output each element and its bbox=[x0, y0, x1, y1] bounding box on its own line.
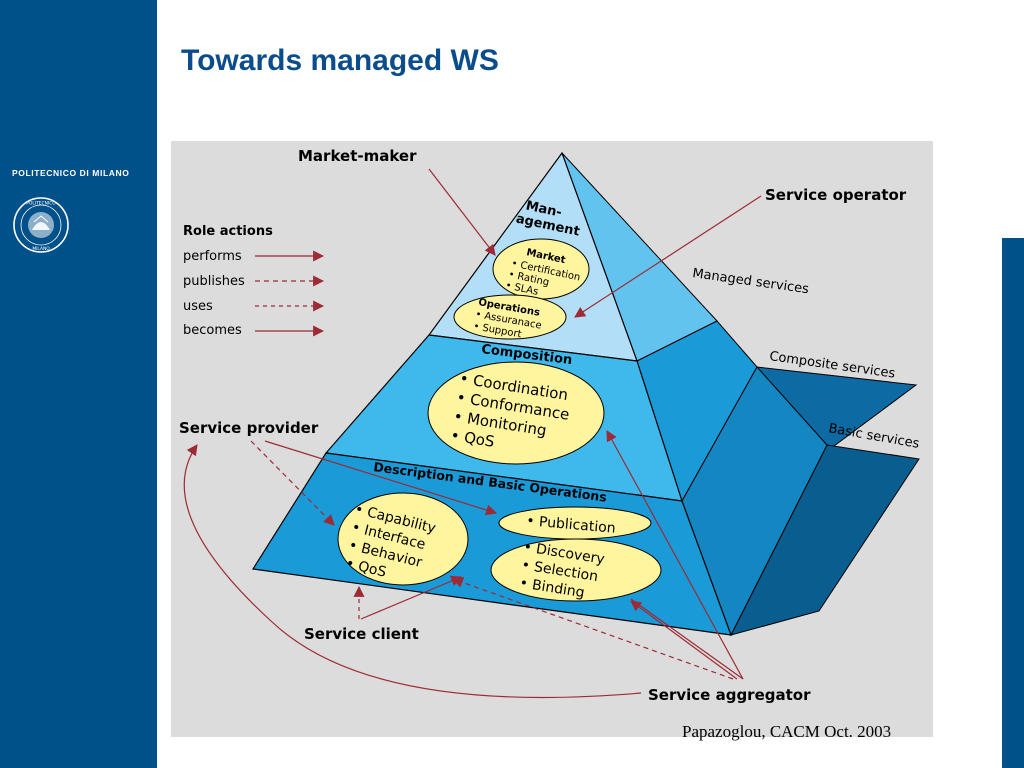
seal-top-text: POLITECNICO bbox=[26, 201, 56, 207]
sidebar: POLITECNICO DI MILANO POLITECNICO MILANO bbox=[0, 0, 157, 768]
citation: Papazoglou, CACM Oct. 2003 bbox=[682, 722, 892, 741]
management-label-line1: Man- bbox=[524, 198, 563, 220]
seal-bottom-text: MILANO bbox=[32, 246, 50, 252]
right-accent-bar bbox=[1002, 238, 1024, 768]
market-maker-performs-arrow bbox=[428, 168, 496, 256]
institution-name: POLITECNICO DI MILANO bbox=[12, 168, 130, 178]
university-seal-icon: POLITECNICO MILANO bbox=[13, 197, 69, 253]
legend-item: becomes bbox=[183, 323, 242, 338]
legend-item: performs bbox=[183, 249, 242, 264]
ws-pyramid-diagram: Man- agement Composition Description and… bbox=[171, 141, 933, 737]
legend-item: uses bbox=[183, 299, 213, 314]
composition-ellipse bbox=[427, 361, 605, 465]
legend-title: Role actions bbox=[183, 224, 273, 239]
client-performs-discovery-arrow bbox=[360, 575, 463, 620]
market-maker-label: Market-maker bbox=[298, 147, 417, 165]
publication-label: • Publication bbox=[526, 513, 617, 537]
aggregator-performs-composition-arrow bbox=[606, 430, 744, 680]
aggregator-performs-discovery-arrow bbox=[630, 600, 738, 680]
aggregator-becomes-provider-arrow bbox=[183, 444, 642, 699]
provider-publishes-arrow bbox=[250, 440, 335, 526]
service-client-label: Service client bbox=[304, 625, 419, 643]
service-provider-label: Service provider bbox=[179, 419, 319, 437]
service-aggregator-label: Service aggregator bbox=[648, 686, 811, 704]
service-operator-label: Service operator bbox=[765, 186, 907, 204]
provider-performs-arrow bbox=[264, 440, 498, 516]
operations-ellipse bbox=[453, 294, 567, 340]
aggregator-uses-arrow bbox=[451, 577, 734, 680]
discovery-ellipse bbox=[490, 538, 662, 602]
role-arrows bbox=[183, 168, 762, 699]
capability-ellipse bbox=[337, 492, 469, 586]
slide-title: Towards managed WS bbox=[181, 44, 499, 77]
legend-item: publishes bbox=[183, 274, 245, 289]
aggregator-discovery-link bbox=[630, 598, 744, 680]
service-operator-performs-arrow bbox=[574, 195, 762, 318]
